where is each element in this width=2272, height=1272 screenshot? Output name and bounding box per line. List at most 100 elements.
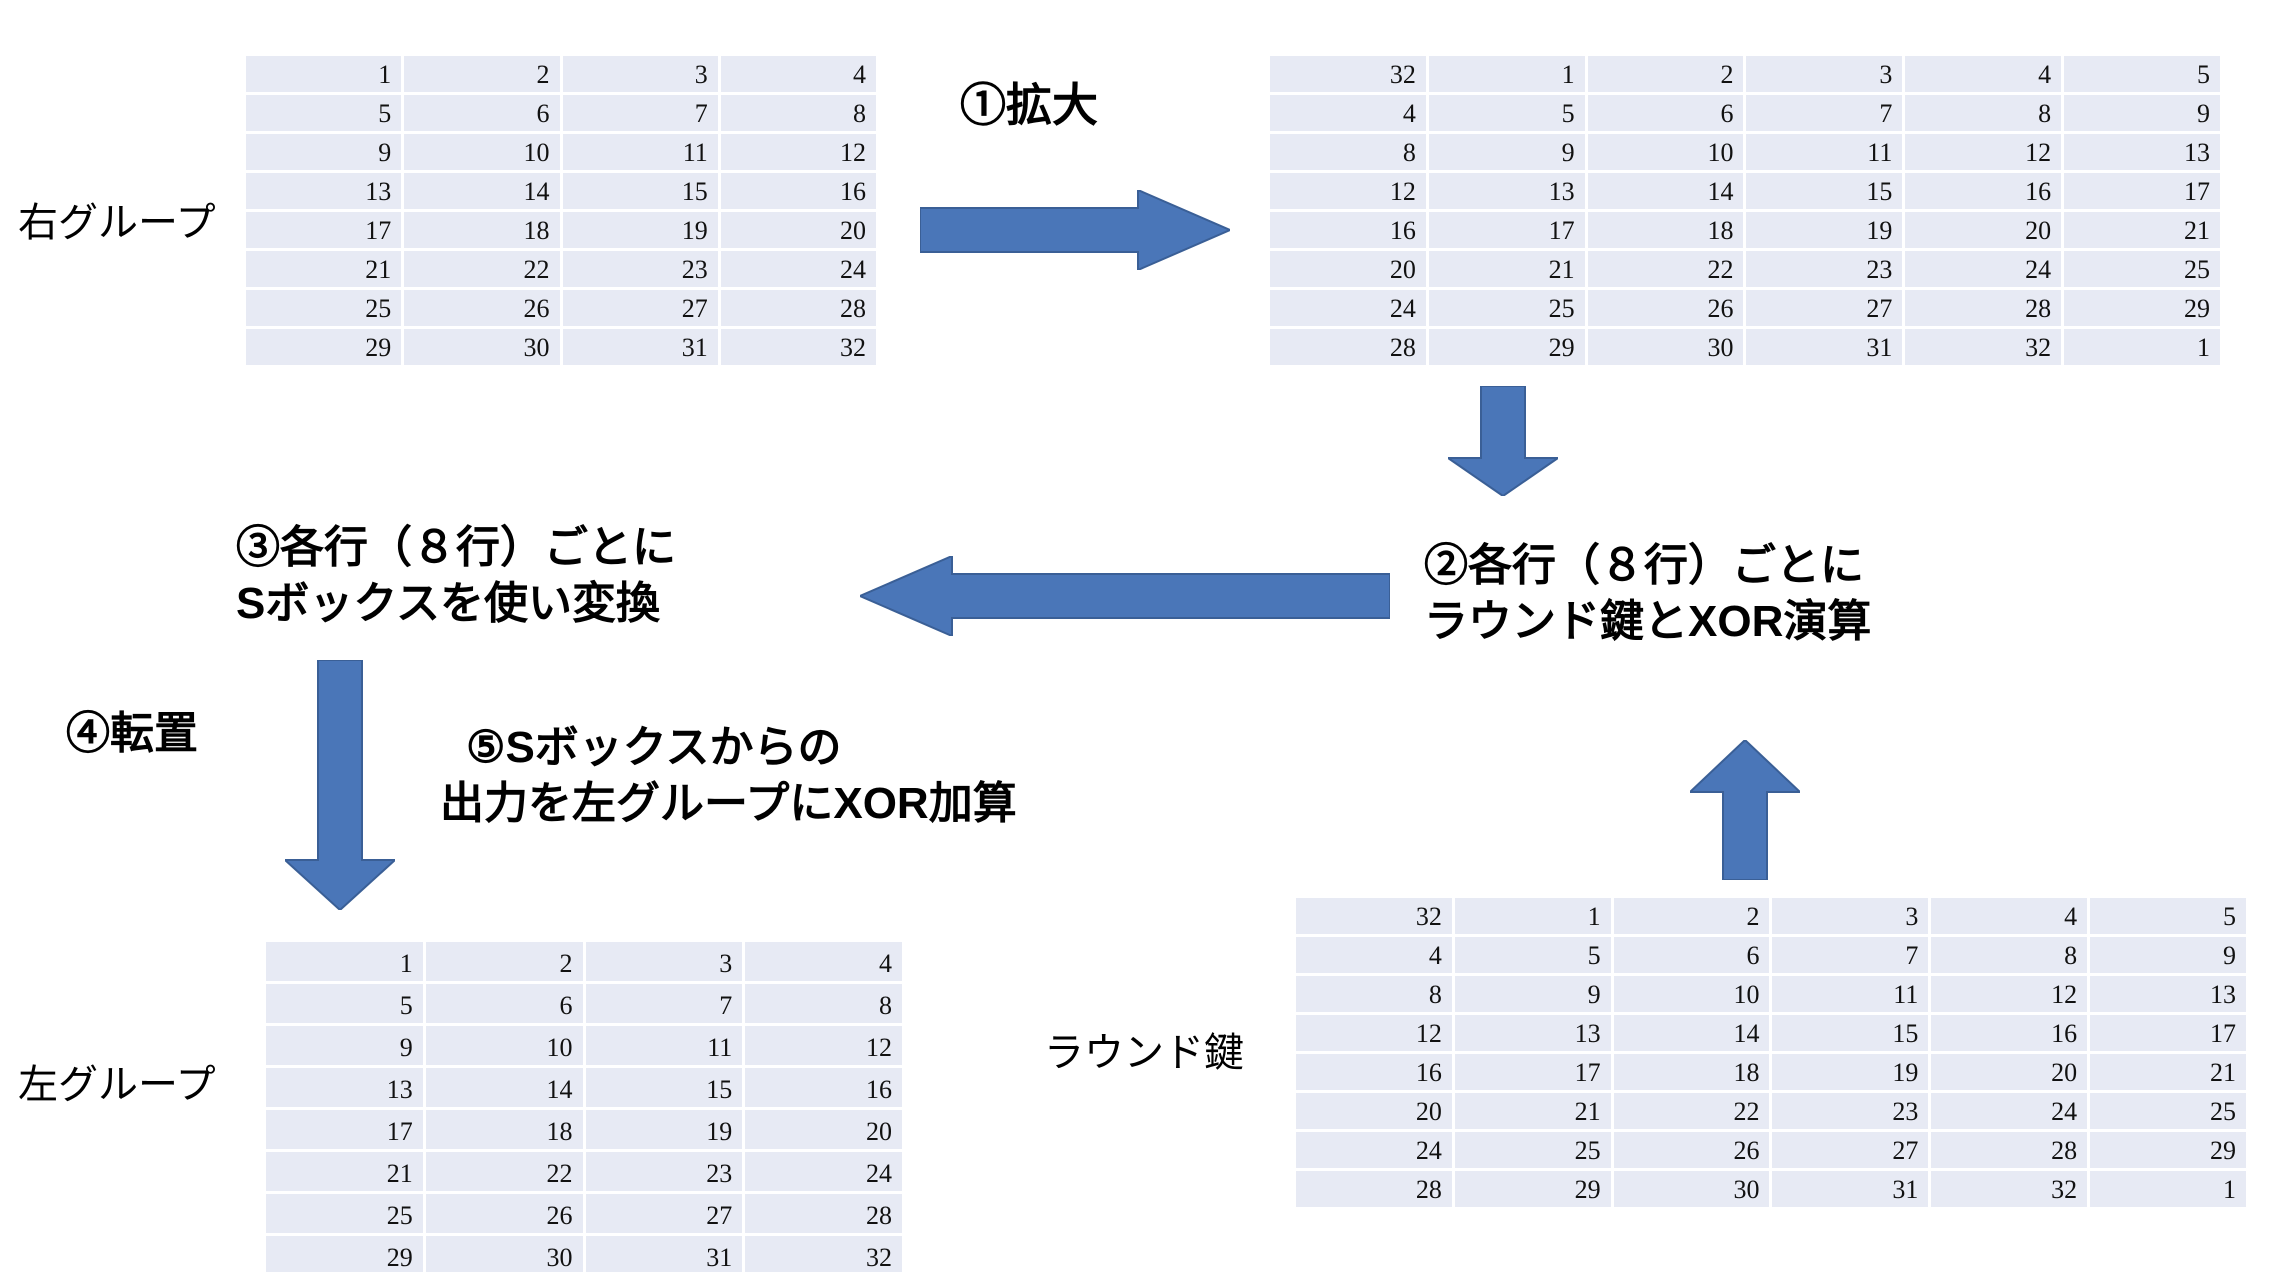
table-cell: 13	[266, 1068, 423, 1107]
table-cell: 8	[745, 984, 902, 1023]
table-cell: 5	[2090, 898, 2246, 934]
table-cell: 30	[404, 329, 560, 365]
table-cell: 10	[1587, 134, 1744, 170]
table-cell: 29	[1454, 1171, 1611, 1207]
table-cell: 8	[1296, 976, 1452, 1012]
table-cell: 19	[585, 1110, 743, 1149]
table-cell: 21	[266, 1152, 423, 1191]
table-cell: 9	[246, 134, 402, 170]
table-cell: 12	[720, 134, 876, 170]
table-cell: 25	[2064, 251, 2220, 287]
table-cell: 19	[1772, 1054, 1929, 1090]
table-cell: 29	[246, 329, 402, 365]
table-cell: 28	[720, 290, 876, 326]
table-cell: 13	[2064, 134, 2220, 170]
table-cell: 17	[246, 212, 402, 248]
table-cell: 16	[720, 173, 876, 209]
table-cell: 9	[266, 1026, 423, 1065]
table-cell: 4	[1296, 937, 1452, 973]
table-cell: 29	[1428, 329, 1585, 365]
table-cell: 4	[745, 942, 902, 981]
table-cell: 23	[562, 251, 718, 287]
arrow-right-icon	[920, 190, 1230, 270]
table-cell: 24	[1296, 1132, 1452, 1168]
table-cell: 6	[404, 95, 560, 131]
table-cell: 24	[1905, 251, 2062, 287]
table-cell: 4	[1905, 56, 2062, 92]
table-cell: 20	[1905, 212, 2062, 248]
table-cell: 13	[1454, 1015, 1611, 1051]
table-cell: 5	[1428, 95, 1585, 131]
table-cell: 17	[1454, 1054, 1611, 1090]
table-cell: 7	[1772, 937, 1929, 973]
table-cell: 7	[585, 984, 743, 1023]
table-cell: 29	[2064, 290, 2220, 326]
table-cell: 8	[720, 95, 876, 131]
table-cell: 1	[1428, 56, 1585, 92]
table-cell: 2	[425, 942, 583, 981]
table-cell: 8	[1931, 937, 2088, 973]
table-cell: 28	[1270, 329, 1426, 365]
arrow-up-icon	[1690, 740, 1800, 880]
table-cell: 16	[1270, 212, 1426, 248]
table-cell: 20	[1931, 1054, 2088, 1090]
step1-caption: ①拡大	[960, 79, 1098, 131]
arrow-down-icon-expand	[1448, 386, 1558, 496]
table-cell: 1	[266, 942, 423, 981]
table-cell: 19	[562, 212, 718, 248]
table-cell: 9	[2090, 937, 2246, 973]
table-cell: 10	[1613, 976, 1770, 1012]
table-cell: 7	[562, 95, 718, 131]
table-cell: 20	[745, 1110, 902, 1149]
step5-caption-line2: 出力を左グループにXOR加算	[440, 779, 1017, 828]
table-cell: 32	[1296, 898, 1452, 934]
table-cell: 30	[1587, 329, 1744, 365]
table-cell: 26	[425, 1194, 583, 1233]
table-cell: 14	[425, 1068, 583, 1107]
table-cell: 12	[745, 1026, 902, 1065]
table-cell: 16	[745, 1068, 902, 1107]
arrow-left-icon	[860, 556, 1390, 636]
table-cell: 6	[1587, 95, 1744, 131]
table-cell: 2	[1587, 56, 1744, 92]
table-cell: 21	[2064, 212, 2220, 248]
round-key-label: ラウンド鍵	[1044, 1030, 1244, 1075]
table-cell: 11	[585, 1026, 743, 1065]
table-cell: 8	[1905, 95, 2062, 131]
table-cell: 3	[1746, 56, 1903, 92]
table-cell: 4	[720, 56, 876, 92]
table-cell: 11	[1772, 976, 1929, 1012]
step2-caption-line2: ラウンド鍵とXOR演算	[1424, 597, 1872, 646]
table-cell: 9	[2064, 95, 2220, 131]
table-cell: 20	[1296, 1093, 1452, 1129]
table-cell: 29	[266, 1236, 423, 1272]
table-cell: 23	[1746, 251, 1903, 287]
table-cell: 24	[745, 1152, 902, 1191]
table-cell: 32	[720, 329, 876, 365]
table-cell: 32	[1931, 1171, 2088, 1207]
table-cell: 4	[1931, 898, 2088, 934]
right-group-label: 右グループ	[18, 200, 216, 245]
table-cell: 23	[585, 1152, 743, 1191]
table-cell: 23	[1772, 1093, 1929, 1129]
table-cell: 21	[1428, 251, 1585, 287]
table-cell: 2	[404, 56, 560, 92]
table-cell: 31	[585, 1236, 743, 1272]
table-cell: 12	[1270, 173, 1426, 209]
table-cell: 31	[1746, 329, 1903, 365]
table-cell: 6	[1613, 937, 1770, 973]
table-cell: 32	[1270, 56, 1426, 92]
table-cell: 10	[425, 1026, 583, 1065]
table-cell: 12	[1296, 1015, 1452, 1051]
table-cell: 32	[745, 1236, 902, 1272]
table-cell: 22	[1613, 1093, 1770, 1129]
table-cell: 18	[1587, 212, 1744, 248]
table-cell: 19	[1746, 212, 1903, 248]
table-cell: 9	[1428, 134, 1585, 170]
table-cell: 9	[1454, 976, 1611, 1012]
table-cell: 29	[2090, 1132, 2246, 1168]
table-cell: 25	[2090, 1093, 2246, 1129]
